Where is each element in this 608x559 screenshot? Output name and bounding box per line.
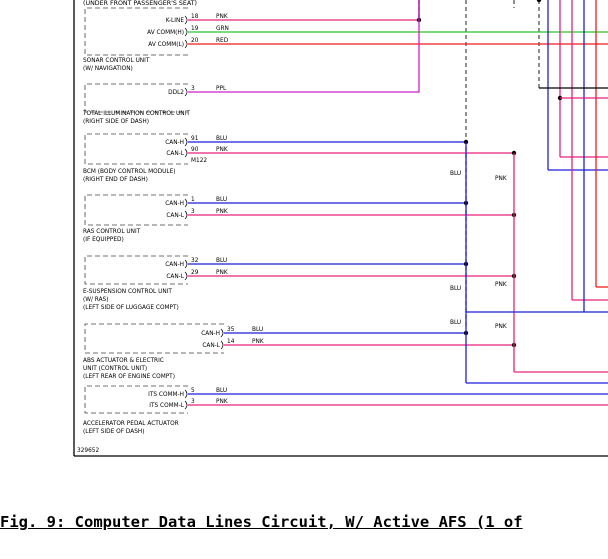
- bus-color-label: BLU: [450, 286, 461, 292]
- pin-label: CAN-L: [166, 151, 184, 157]
- pin-label: CAN-H: [165, 262, 184, 268]
- junction-top: [536, 0, 542, 3]
- pin-number: 35: [227, 327, 235, 333]
- module-box-1: [84, 83, 188, 113]
- bus-color-label: BLU: [450, 320, 461, 326]
- pin-label: ITS COMM-L: [149, 403, 184, 409]
- pin-number: 20: [191, 38, 199, 44]
- figure-caption: Fig. 9: Computer Data Lines Circuit, W/ …: [0, 513, 523, 531]
- diagram-frame: [73, 0, 608, 457]
- wire-color-label: BLU: [252, 327, 263, 333]
- connector-bracket-6-1: [184, 400, 188, 410]
- module-box-5: [84, 323, 224, 354]
- connector-bracket-4-1: [184, 271, 188, 281]
- module-title: ABS ACTUATOR & ELECTRIC: [83, 358, 164, 364]
- wire-color-label: PNK: [252, 339, 264, 345]
- pin-number: 3: [191, 86, 195, 92]
- pin-number: 90: [191, 147, 199, 153]
- module-box-3: [84, 194, 188, 226]
- connector-bracket-5-1: [220, 340, 224, 350]
- pin-label: CAN-H: [201, 331, 220, 337]
- connector-bracket-1-0: [184, 87, 188, 97]
- bus-color-label: PNK: [495, 324, 507, 330]
- module-boxes: [84, 7, 224, 414]
- connector-bracket-3-1: [184, 210, 188, 220]
- pin-number: 14: [227, 339, 235, 345]
- pin-label: CAN-L: [166, 213, 184, 219]
- wire-color-label: RED: [216, 38, 229, 44]
- pin-label: CAN-H: [165, 140, 184, 146]
- module-title: TOTAL ILLUMINATION CONTROL UNIT: [82, 111, 190, 117]
- pin-label: CAN-L: [166, 274, 184, 280]
- module-box-4: [84, 255, 188, 285]
- connector-bracket-3-0: [184, 198, 188, 208]
- module-title: E-SUSPENSION CONTROL UNIT: [83, 289, 172, 295]
- module-title: (LEFT SIDE OF DASH): [83, 429, 145, 435]
- connector-bracket-2-0: [184, 137, 188, 147]
- wire-color-label: BLU: [216, 136, 227, 142]
- bus-color-label: PNK: [495, 282, 507, 288]
- module-title: (RIGHT END OF DASH): [83, 177, 148, 183]
- wire-color-label: GRN: [216, 26, 229, 32]
- wire-color-label: PNK: [216, 209, 228, 215]
- module-box-6: [84, 385, 188, 414]
- pin-label: ITS COMM-H: [148, 392, 184, 398]
- wire-color-label: BLU: [216, 388, 227, 394]
- connector-bracket-0-0: [184, 15, 188, 25]
- connector-bracket-0-2: [184, 39, 188, 49]
- wire-color-label: PNK: [216, 147, 228, 153]
- connector-bracket-2-1: [184, 148, 188, 158]
- module-title: UNIT (CONTROL UNIT): [83, 366, 147, 372]
- pin-number: 32: [191, 258, 199, 264]
- connector-bracket-6-0: [184, 389, 188, 399]
- module-box-2: [84, 133, 188, 165]
- pin-number: 3: [191, 399, 195, 405]
- pin-number: 1: [191, 197, 195, 203]
- wire-ddl2: [188, 0, 420, 93]
- bus-color-label: BLU: [450, 171, 461, 177]
- module-title: (W/ NAVIGATION): [83, 66, 133, 72]
- connector-bracket-4-0: [184, 259, 188, 269]
- wire-color-label: BLU: [216, 258, 227, 264]
- module-title: (LEFT SIDE OF LUGGAGE COMPT): [83, 305, 179, 311]
- pin-number: 19: [191, 26, 199, 32]
- module-title: (IF EQUIPPED): [83, 237, 124, 243]
- module-title: (LEFT REAR OF ENGINE COMPT): [83, 374, 175, 380]
- wire-color-label: PNK: [216, 399, 228, 405]
- pin-label: CAN-L: [202, 343, 220, 349]
- connector-bracket-5-0: [220, 328, 224, 338]
- pin-number: 3: [191, 209, 195, 215]
- wires: [188, 0, 608, 406]
- wire-color-label: PPL: [216, 86, 227, 92]
- wire-color-label: PNK: [216, 14, 228, 20]
- connector-id: M122: [191, 158, 207, 164]
- module-title: SONAR CONTROL UNIT: [83, 58, 150, 64]
- connector-bracket-0-1: [184, 27, 188, 37]
- pin-number: 29: [191, 270, 199, 276]
- wire-color-label: PNK: [216, 270, 228, 276]
- pin-label: K-LINE: [166, 18, 185, 24]
- figure-id: 329652: [77, 448, 99, 454]
- pin-label: CAN-H: [165, 201, 184, 207]
- pin-number: 91: [191, 136, 199, 142]
- bus-color-label: PNK: [495, 176, 507, 182]
- module-title: BCM (BODY CONTROL MODULE): [83, 169, 176, 175]
- pin-number: 5: [191, 388, 195, 394]
- module-title: RAS CONTROL UNIT: [83, 229, 141, 235]
- module-title: (RIGHT SIDE OF DASH): [83, 119, 149, 125]
- module-title: ACCELERATOR PEDAL ACTUATOR: [83, 421, 179, 427]
- top-location-label: (UNDER FRONT PASSENGER'S SEAT): [83, 0, 197, 7]
- module-box-0: [84, 7, 188, 56]
- pin-number: 18: [191, 14, 199, 20]
- pin-label: AV COMM(H): [147, 30, 184, 36]
- wire-color-label: BLU: [216, 197, 227, 203]
- pin-label: DDL2: [168, 90, 184, 96]
- pin-label: AV COMM(L): [148, 42, 184, 48]
- module-title: (W/ RAS): [83, 297, 109, 303]
